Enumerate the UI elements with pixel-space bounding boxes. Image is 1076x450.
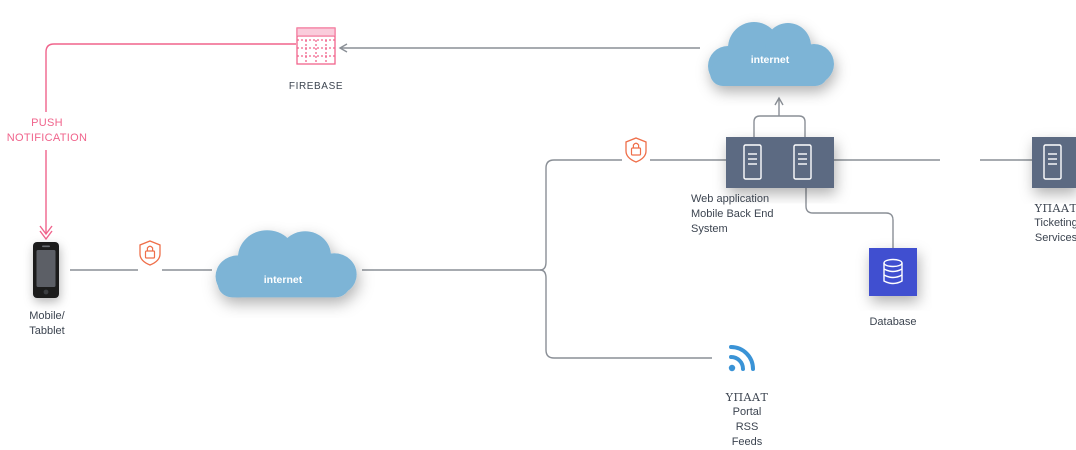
- webapp-line-1: Web application: [691, 193, 770, 205]
- push-line-1: PUSH: [31, 117, 63, 129]
- internet-top-label: internet: [750, 54, 790, 66]
- internet-mid-label: internet: [263, 274, 303, 286]
- ticketing-line-2: Ticketing: [1034, 217, 1076, 229]
- mobile-label: Mobile/ Tabblet: [12, 309, 82, 339]
- rss-wifi-icon: [728, 345, 755, 372]
- lock-shield-icon: [625, 137, 647, 163]
- ticketing-label: ΥΠΑΑΤ Ticketing Services: [1028, 201, 1076, 246]
- firebase-label: FIREBASE: [288, 81, 344, 92]
- connector-lines: [70, 43, 1032, 359]
- database-label: Database: [869, 316, 917, 328]
- mobile-line-2: Tabblet: [29, 325, 65, 337]
- webapp-line-2: Mobile Back End: [691, 208, 774, 220]
- portal-line-2: Portal: [732, 406, 762, 418]
- webapp-to-internet-line: [753, 115, 806, 137]
- webapp-server-box: [726, 137, 834, 188]
- firebase-table-icon: [296, 27, 336, 65]
- ticketing-line-1: ΥΠΑΑΤ: [1034, 202, 1076, 215]
- portal-line-1: ΥΠΑΑΤ: [725, 391, 769, 404]
- branch-to-rss-line: [539, 269, 712, 359]
- lock-shield-icon: [139, 240, 161, 266]
- webapp-to-database-line: [805, 188, 894, 248]
- portal-line-3: RSS: [735, 421, 759, 433]
- push-notification-label: PUSH NOTIFICATION: [0, 116, 94, 146]
- server-icon: [1043, 144, 1062, 180]
- portal-line-4: Feeds: [731, 436, 763, 448]
- server-icon: [793, 144, 812, 180]
- push-notification-path: [39, 43, 296, 241]
- mobile-phone-icon: [33, 242, 59, 298]
- webapp-line-3: System: [691, 223, 728, 235]
- mobile-line-1: Mobile/: [29, 310, 65, 322]
- push-line-2: NOTIFICATION: [6, 132, 88, 144]
- portal-label: ΥΠΑΑΤ Portal RSS Feeds: [712, 390, 782, 450]
- server-icon: [743, 144, 762, 180]
- branch-to-webapp-line: [539, 159, 622, 271]
- database-icon: [883, 258, 903, 285]
- webapp-label: Web application Mobile Back End System: [691, 192, 774, 237]
- ticketing-line-3: Services: [1034, 232, 1076, 244]
